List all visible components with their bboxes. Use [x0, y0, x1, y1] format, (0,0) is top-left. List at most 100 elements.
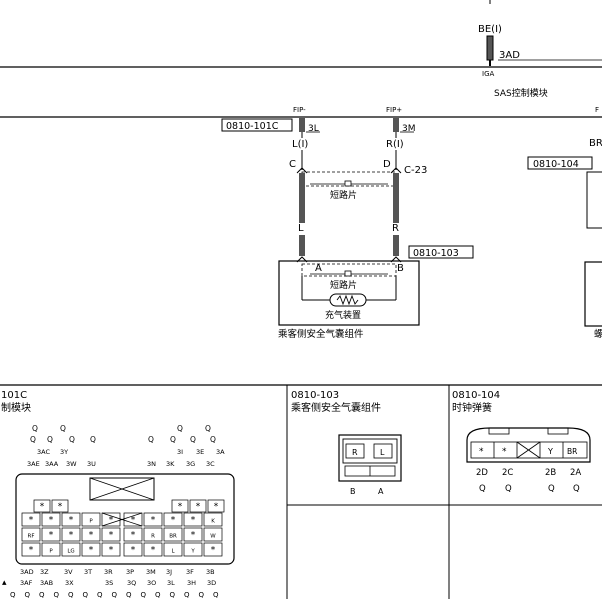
panel-3-code: 0810-104 [452, 390, 500, 401]
shorting-bar-2-clip [344, 270, 352, 277]
c1-qb-0: Q [10, 591, 16, 599]
p3-cross-2 [516, 441, 541, 459]
c1-r2-7-cell [163, 512, 183, 527]
c1-lab4-2: 3X [65, 579, 74, 587]
pin-3l-marker [299, 118, 305, 132]
c1-r3-4-text: * [109, 531, 114, 541]
wire-l-thick-lower [299, 235, 305, 256]
c1-q2-l0: Q [30, 435, 36, 444]
c1-lab3-7: 3J [166, 568, 172, 576]
c1-lab2-l3: 3U [87, 460, 96, 468]
wire-r-thick [393, 173, 399, 223]
panel-1-connector-drawing: Q Q Q Q Q Q Q Q Q Q Q Q 3AC 3Y 3I 3E 3A … [2, 424, 235, 599]
c1-r3-2-text: * [69, 531, 74, 541]
c1-r1-0-text: * [40, 502, 45, 512]
c1-r4-7-cell [163, 542, 183, 557]
c1-q2-l3: Q [90, 435, 96, 444]
c1-r1-2-cell [171, 499, 189, 513]
c1-r3-6-cell [143, 527, 163, 542]
fip-plus-label: FIP+ [386, 106, 402, 114]
p3-label-2: 2B [545, 468, 556, 478]
wire-top-pin: 3AD [499, 50, 520, 61]
pin-b-mark [390, 256, 402, 263]
c1-r3-9-text: W [210, 534, 216, 540]
c1-q2-l2: Q [69, 435, 75, 444]
pin-a-label: A [315, 263, 322, 274]
c1-lab1-r0: 3I [177, 448, 183, 456]
inflator-resistor-icon [336, 294, 359, 306]
pin-3m-marker [393, 118, 399, 132]
c1-r4-6-cell [143, 542, 163, 557]
c1-lab4-8: 3D [207, 579, 216, 587]
c1-lab4-6: 3L [167, 579, 175, 587]
c1-qb-2: Q [39, 591, 45, 599]
right-module-cut [584, 261, 602, 327]
fip-minus-label: FIP- [293, 106, 306, 114]
c1-r3-3-text: * [89, 531, 94, 541]
c1-lab3-3: 3T [84, 568, 92, 576]
right-cut-label: BR [589, 138, 602, 149]
c1-r2-2-text: * [69, 516, 74, 526]
junction-c-mark [296, 167, 308, 174]
wire-top-label: BE(I) [478, 24, 502, 35]
p2-pin-l: L [380, 448, 385, 457]
c1-lab4-3: 3S [105, 579, 113, 587]
c1-q2-r1: Q [170, 435, 176, 444]
c1-lab2-r2: 3G [186, 460, 195, 468]
c1-qb-14: Q [213, 591, 219, 599]
c1-r3-5-cell [123, 527, 143, 542]
p3-key-left [488, 427, 510, 435]
c1-lab2-r1: 3K [166, 460, 175, 468]
c1-r3-8-cell [183, 527, 203, 542]
p3-pin-3: Y [547, 447, 553, 456]
p2-pin-r: R [352, 448, 358, 457]
c1-r2-4-text: * [109, 516, 114, 526]
c1-r4-6-text: * [151, 546, 156, 556]
c1-r1-0-cell [33, 499, 51, 513]
junction-d-label: D [383, 159, 391, 170]
wire-l-label: L [298, 223, 304, 234]
c1-qb-13: Q [199, 591, 205, 599]
p3-pin-1: * [502, 447, 507, 457]
p2-housing [338, 434, 402, 482]
p3-pin-row [470, 441, 588, 459]
p3-q-2: Q [548, 484, 555, 494]
p3-q-3: Q [573, 484, 580, 494]
p3-key-right [547, 427, 569, 435]
p2-cavity-l [373, 443, 393, 459]
c1-r3-1-text: * [49, 531, 54, 541]
conn-101c-label: 0810-101C [226, 121, 279, 132]
p3-housing [466, 427, 591, 463]
c1-q1-r1: Q [205, 424, 211, 433]
c1-r2-2-cell [61, 512, 81, 527]
c1-qb-10: Q [155, 591, 161, 599]
c1-lab1-r2: 3A [216, 448, 225, 456]
p3-label-1: 2C [502, 468, 513, 478]
wire-l-thick [299, 173, 305, 223]
p3-q-0: Q [479, 484, 486, 494]
c1-r4-0-text: * [29, 546, 34, 556]
c1-lab3-6: 3M [146, 568, 156, 576]
c1-r4-0-cell [21, 542, 41, 557]
c1-qb-11: Q [170, 591, 176, 599]
c1-r2-0-cell [21, 512, 41, 527]
c1-r3-0-cell [21, 527, 41, 542]
c1-r2-3-text: P [89, 519, 93, 525]
c1-lab4-0: 3AF [20, 579, 33, 587]
c1-lab3-9: 3B [206, 568, 215, 576]
c1-r3-2-cell [61, 527, 81, 542]
c1-r2-3-cell [81, 512, 101, 527]
pin-b-label: B [397, 263, 404, 274]
c1-lab3-1: 3Z [40, 568, 49, 576]
c1-r3-8-text: * [191, 531, 196, 541]
c1-r2-9-text: K [211, 519, 215, 525]
wire-r-thick-lower [393, 235, 399, 256]
c1-top-latch [89, 477, 155, 501]
c1-r2-1-cell [41, 512, 61, 527]
c1-q2-l1: Q [47, 435, 53, 444]
shorting-2-label: 短路片 [330, 279, 357, 291]
c1-lab2-l2: 3W [66, 460, 77, 468]
c1-lab3-2: 3V [64, 568, 73, 576]
c1-qb-4: Q [68, 591, 74, 599]
